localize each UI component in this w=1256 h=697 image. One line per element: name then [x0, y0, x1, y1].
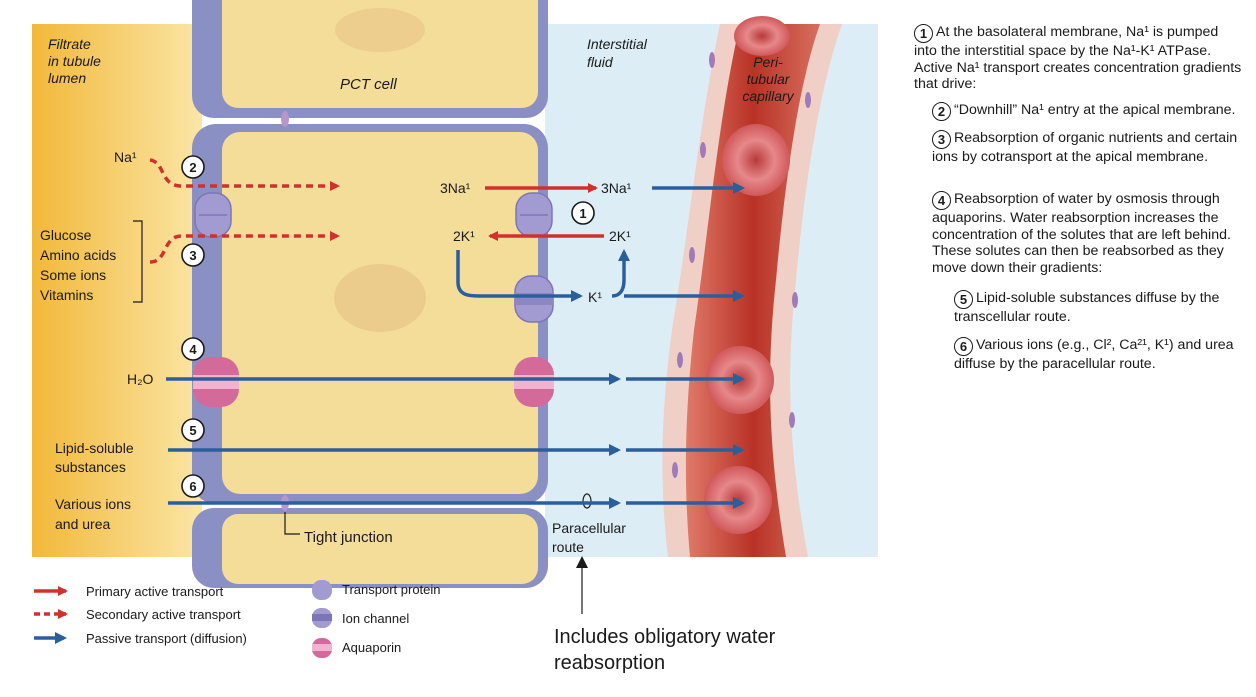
svg-text:5: 5 — [189, 423, 196, 438]
note-2: 2“Downhill” Na¹ entry at the apical memb… — [932, 101, 1244, 121]
label-line: Glucose — [40, 227, 92, 243]
svg-text:1: 1 — [579, 206, 586, 221]
step-marker-1: 1 — [571, 201, 595, 225]
tight-junction-top — [281, 111, 289, 127]
nucleus — [334, 264, 426, 332]
note-number: 1 — [914, 24, 933, 43]
label-line: Filtrate — [48, 36, 91, 52]
na-entry-label: Na¹ — [114, 149, 137, 165]
ions-label: Various ions and urea — [55, 496, 131, 532]
svg-text:2: 2 — [189, 160, 196, 175]
water-label: H₂O — [127, 371, 154, 387]
legend-passive: Passive transport (diffusion) — [86, 631, 247, 646]
label-line: Peri- — [753, 54, 783, 70]
apical-aquaporin — [193, 357, 239, 407]
annotation-text: Includes obligatory water reabsorption — [554, 626, 776, 674]
k-channel-label: K¹ — [588, 289, 602, 305]
label-line: route — [552, 539, 584, 555]
k-recycle-arrow — [456, 250, 583, 302]
note-number: 4 — [932, 191, 951, 210]
svg-text:4: 4 — [189, 342, 197, 357]
pump-k-left: 2K¹ — [453, 228, 475, 244]
note-text: At the basolateral membrane, Na¹ is pump… — [914, 24, 1242, 92]
tight-junction-label: Tight junction — [304, 529, 393, 546]
step-marker-6: 6 — [181, 474, 205, 498]
paracellular-label: Paracellular route — [552, 520, 626, 555]
note-text: Lipid-soluble substances diffuse by the … — [954, 290, 1220, 325]
label-line: fluid — [587, 54, 614, 70]
tight-junction-pointer — [284, 512, 300, 535]
cotransport-arrow — [149, 231, 340, 264]
na-k-pump — [515, 192, 553, 238]
note-text: Various ions (e.g., Cl², Ca²¹, K¹) and u… — [954, 336, 1234, 372]
legend-aquaporin: Aquaporin — [342, 640, 401, 655]
na-entry-arrow — [149, 158, 340, 191]
lipid-label: Lipid-soluble substances — [55, 440, 134, 475]
note-number: 2 — [932, 101, 951, 121]
label-line: Vitamins — [40, 287, 93, 303]
apical-transport-protein — [194, 192, 232, 238]
label-line: in tubule — [48, 53, 101, 69]
lumen-region — [32, 24, 202, 557]
label-line: Amino acids — [40, 247, 116, 263]
label-line: Some ions — [40, 267, 106, 283]
legend-secondary: Secondary active transport — [86, 607, 241, 622]
step-marker-5: 5 — [181, 418, 205, 442]
pump-na-left: 3Na¹ — [440, 180, 471, 196]
label-line: substances — [55, 459, 126, 475]
label-line: lumen — [48, 70, 86, 86]
note-number: 3 — [932, 129, 951, 149]
pump-na-right: 3Na¹ — [601, 180, 632, 196]
svg-text:6: 6 — [189, 479, 196, 494]
k-ion-channel — [514, 275, 554, 323]
label-line: Lipid-soluble — [55, 440, 134, 456]
step-marker-2: 2 — [181, 155, 205, 179]
label-line: tubular — [747, 71, 791, 87]
k-return-arrow — [611, 249, 630, 298]
note-text: “Downhill” Na¹ entry at the apical membr… — [954, 101, 1236, 118]
note-text: Reabsorption of water by osmosis through… — [932, 191, 1231, 276]
interstitial-label: Interstitial fluid — [587, 36, 648, 70]
legend-protein: Transport protein — [342, 582, 441, 597]
legend-channel: Ion channel — [342, 611, 409, 626]
label-line: Interstitial — [587, 36, 648, 52]
svg-text:3: 3 — [189, 248, 196, 263]
note-number: 5 — [954, 290, 973, 309]
solutes-bracket — [133, 220, 143, 303]
note-text: Reabsorption of organic nutrients and ce… — [932, 129, 1238, 165]
label-line: Paracellular — [552, 520, 626, 536]
label-line: and urea — [55, 516, 110, 532]
endothelial-nuclei — [672, 52, 811, 478]
label-line: Various ions — [55, 496, 131, 512]
basolateral-aquaporin — [514, 357, 554, 407]
step-marker-4: 4 — [181, 337, 205, 361]
note-number: 6 — [954, 336, 973, 356]
legend: Primary active transport Secondary activ… — [34, 580, 441, 658]
step-marker-3: 3 — [181, 243, 205, 267]
label-line: capillary — [742, 88, 794, 104]
cell-label: PCT cell — [340, 76, 397, 93]
legend-primary: Primary active transport — [86, 584, 224, 599]
paracellular-junction — [582, 493, 592, 509]
pump-k-right: 2K¹ — [609, 228, 631, 244]
